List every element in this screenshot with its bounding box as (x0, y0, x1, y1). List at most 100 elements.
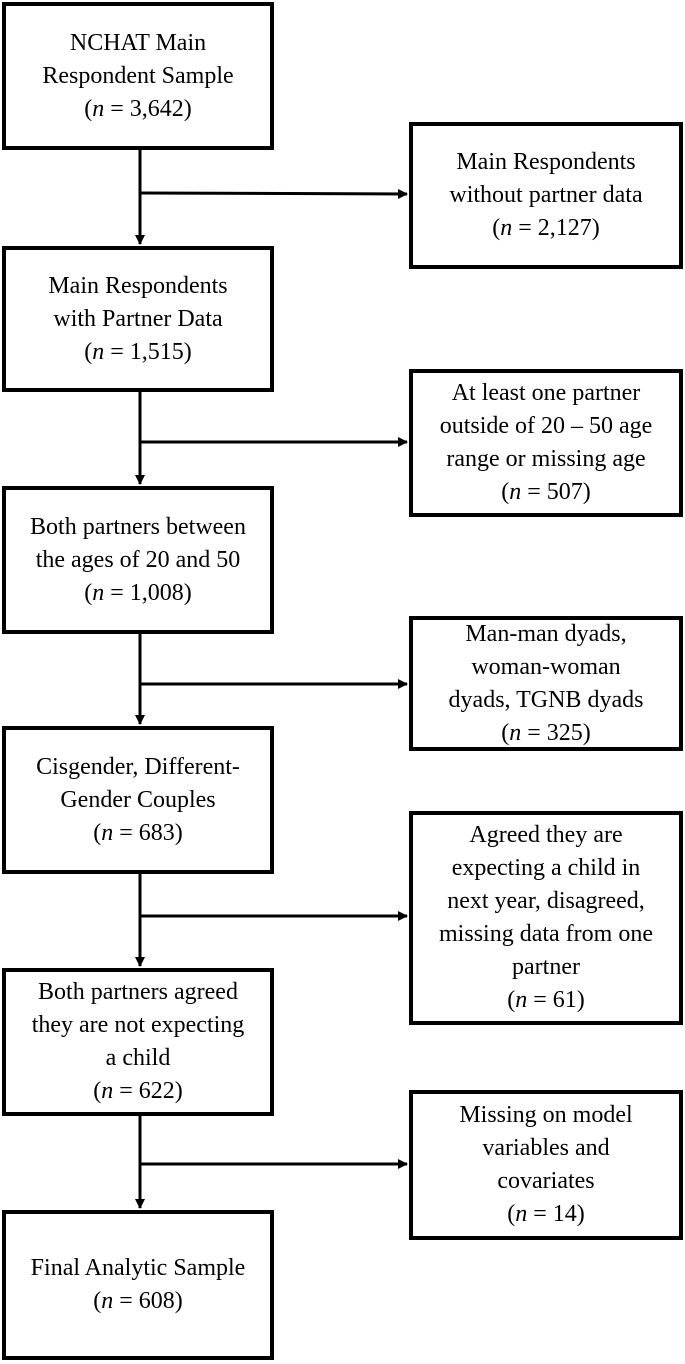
box-text-line: Both partners between (30, 513, 246, 540)
n-equals: = (527, 987, 553, 1013)
box-text-line: Agreed they are (469, 822, 623, 848)
box-text-line: Main Respondents (48, 272, 228, 299)
box-text-line: expecting a child in (451, 855, 641, 881)
n-equals: = (521, 479, 547, 505)
n-open: ( (492, 215, 501, 241)
n-symbol: n (92, 95, 105, 122)
box-text-line: Respondent Sample (42, 62, 234, 89)
n-symbol: n (101, 1078, 114, 1104)
sample-size: (n = 3,642) (84, 93, 192, 126)
n-symbol: n (92, 338, 105, 365)
box-text-line: the ages of 20 and 50 (35, 546, 241, 573)
no-partner-exclusion-box: Main Respondents without partner data (n =… (409, 122, 683, 269)
box-text-line: dyads, TGNB dyads (448, 686, 644, 713)
box-text-line: NCHAT Main (69, 29, 207, 56)
box-text-line: Man-man dyads, (465, 620, 627, 647)
box-text-line: Both partners agreed (38, 979, 238, 1005)
box-text-line: without partner data (449, 182, 643, 208)
n-close: ) (582, 719, 591, 746)
n-value: 622 (138, 1078, 175, 1104)
n-open: ( (93, 1288, 102, 1314)
n-symbol: n (509, 479, 522, 505)
n-equals: = (104, 338, 130, 365)
n-symbol: n (500, 215, 513, 241)
n-open: ( (501, 479, 510, 505)
box-text-line: woman-woman (471, 653, 621, 680)
outside-age-exclusion-box: At least one partner outside of 20 – 50 a… (409, 369, 683, 517)
n-close: ) (183, 579, 192, 606)
box-text-line: a child (105, 1045, 171, 1071)
box-text-line: covariates (497, 1168, 595, 1194)
n-equals: = (104, 95, 130, 122)
sample-size: (n = 1,008) (84, 577, 192, 610)
n-open: ( (84, 579, 93, 606)
n-symbol: n (101, 1288, 114, 1314)
box-text-line: Missing on model (459, 1102, 633, 1128)
sample-size: (n = 683) (93, 817, 183, 850)
sample-size: (n = 1,515) (84, 336, 192, 369)
n-value: 3,642 (129, 95, 184, 122)
n-open: ( (84, 95, 93, 122)
n-value: 683 (138, 819, 175, 846)
box-text-line: next year, disagreed, (447, 888, 645, 914)
sample-size: (n = 622) (93, 1075, 183, 1108)
n-open: ( (507, 1201, 516, 1227)
with-partner-box: Main Respondents with Partner Data (n = 1,… (2, 246, 274, 392)
box-text-line: with Partner Data (53, 305, 223, 332)
expecting-exclusion-box: Agreed they are expecting a child in next … (409, 811, 683, 1025)
n-symbol: n (92, 579, 105, 606)
sample-size: (n = 325) (501, 717, 591, 750)
n-equals: = (512, 215, 538, 241)
arrow-right-1 (139, 188, 408, 199)
box-text-line: variables and (482, 1135, 610, 1161)
n-open: ( (93, 1078, 102, 1104)
not-expecting-box: Both partners agreed they are not expecti… (2, 968, 274, 1116)
n-equals: = (113, 1078, 139, 1104)
n-open: ( (93, 819, 102, 846)
cis-couples-box: Cisgender, Different-Gender Couples(n = … (2, 726, 274, 874)
n-close: ) (576, 1201, 585, 1227)
n-value: 14 (552, 1201, 577, 1227)
n-open: ( (507, 987, 516, 1013)
n-close: ) (174, 1288, 183, 1314)
n-equals: = (113, 1288, 139, 1314)
n-symbol: n (515, 987, 528, 1013)
missing-vars-exclusion-box: Missing on model variables and covariates (… (409, 1090, 683, 1240)
n-close: ) (576, 987, 585, 1013)
box-text-line: missing data from one (439, 921, 653, 947)
n-equals: = (521, 719, 547, 746)
n-close: ) (183, 95, 192, 122)
box-text-line: Gender Couples (60, 786, 216, 813)
n-value: 61 (552, 987, 577, 1013)
n-value: 507 (546, 479, 583, 505)
box-text-line: Final Analytic Sample (30, 1255, 246, 1281)
n-equals: = (104, 579, 130, 606)
sample-size: (n = 608) (93, 1285, 183, 1318)
box-text-line: outside of 20 – 50 age (439, 413, 653, 439)
n-value: 2,127 (537, 215, 592, 241)
sample-size: (n = 507) (501, 476, 591, 509)
final-sample-box: Final Analytic Sample (n = 608) (2, 1210, 274, 1360)
n-symbol: n (515, 1201, 528, 1227)
sample-size: (n = 2,127) (492, 212, 600, 245)
dyads-exclusion-box: Man-man dyads, woman-woman dyads, TGNB dya… (409, 616, 683, 751)
box-text-line: partner (512, 954, 580, 980)
n-value: 325 (546, 719, 583, 746)
box-text-line: range or missing age (446, 446, 646, 472)
n-symbol: n (101, 819, 114, 846)
n-close: ) (174, 1078, 183, 1104)
box-text-line: At least one partner (451, 380, 641, 406)
n-close: ) (183, 338, 192, 365)
n-equals: = (527, 1201, 553, 1227)
box-text-line: they are not expecting (31, 1012, 245, 1038)
sample-size: (n = 61) (507, 984, 585, 1017)
n-close: ) (174, 819, 183, 846)
n-close: ) (591, 215, 600, 241)
n-symbol: n (509, 719, 522, 746)
age-range-box: Both partners between the ages of 20 and … (2, 486, 274, 634)
n-value: 1,008 (129, 579, 184, 606)
n-open: ( (84, 338, 93, 365)
box-text-line: Main Respondents (456, 149, 636, 175)
